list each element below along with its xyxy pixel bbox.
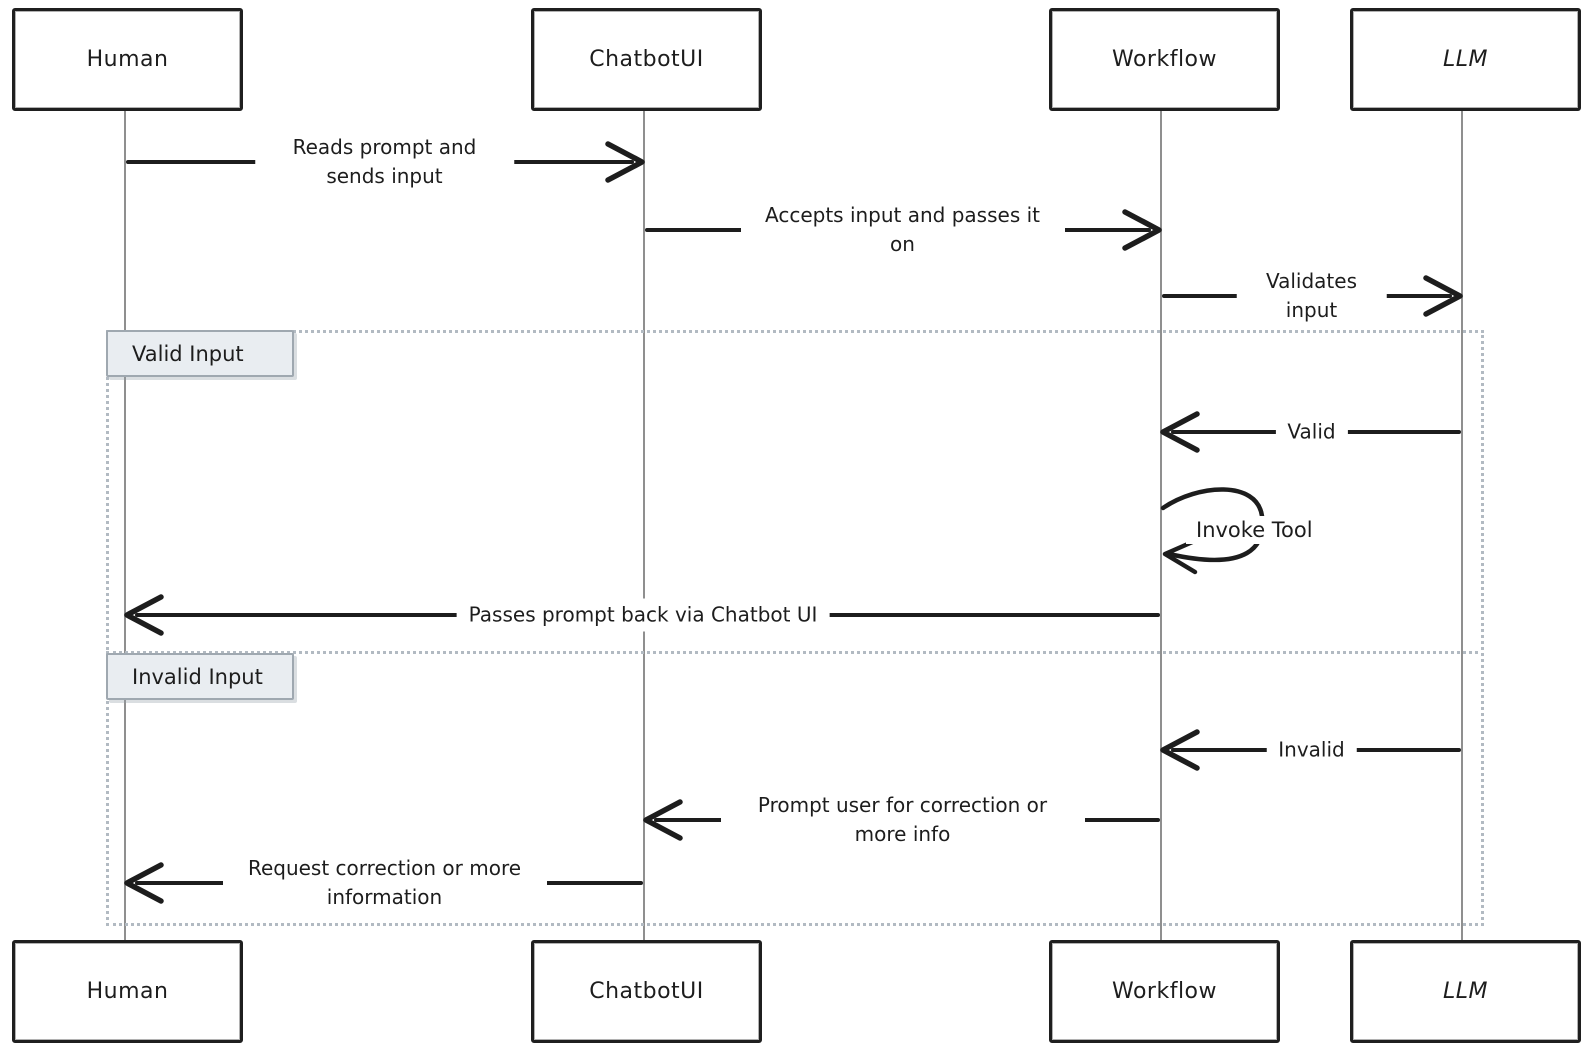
message-label: Request correction or more information: [222, 852, 547, 914]
actor-box-llm-bottom: LLM: [1350, 940, 1581, 1043]
message-label: Validates input: [1236, 265, 1387, 327]
arrow-left-icon: [1160, 411, 1200, 453]
arrow-right-icon: [1423, 275, 1463, 317]
message-validates-input: Validates input: [1161, 256, 1463, 336]
actor-label: ChatbotUI: [589, 979, 704, 1004]
alt-label-valid-input: Valid Input: [106, 330, 294, 377]
actor-label: Workflow: [1111, 47, 1218, 72]
alt-label-valid-input-text: Valid Input: [132, 341, 244, 366]
actor-box-human-top: Human: [12, 8, 243, 111]
message-label: Reads prompt and sends input: [254, 131, 515, 193]
message-passes-prompt-back: Passes prompt back via Chatbot UI: [124, 575, 1161, 655]
actor-box-chatbotui-bottom: ChatbotUI: [531, 940, 762, 1043]
alt-label-invalid-input: Invalid Input: [106, 653, 294, 700]
lifeline-chatbotui: [643, 105, 645, 940]
alt-label-invalid-input-text: Invalid Input: [132, 664, 263, 689]
actor-label: Workflow: [1111, 979, 1218, 1004]
arrow-right-icon: [605, 141, 645, 183]
lifeline-human: [124, 105, 126, 940]
message-valid: Valid: [1160, 392, 1462, 472]
message-label: Invalid: [1266, 733, 1357, 767]
actor-label: LLM: [1443, 979, 1488, 1004]
message-label: Accepts input and passes it on: [740, 199, 1065, 261]
actor-label: LLM: [1443, 47, 1488, 72]
lifeline-workflow: [1160, 105, 1162, 940]
lifeline-llm: [1461, 105, 1463, 940]
message-reads-prompt: Reads prompt and sends input: [125, 122, 645, 202]
arrow-left-icon: [643, 799, 683, 841]
message-prompt-user-correction: Prompt user for correction or more info: [643, 780, 1161, 860]
message-label: Passes prompt back via Chatbot UI: [456, 598, 830, 632]
actor-box-llm-top: LLM: [1350, 8, 1581, 111]
actor-box-workflow-top: Workflow: [1049, 8, 1280, 111]
arrow-left-icon: [124, 862, 164, 904]
alt-frame: [106, 330, 1484, 926]
message-invalid: Invalid: [1160, 710, 1462, 790]
alt-section-divider: [106, 651, 1478, 654]
actor-label: Human: [86, 47, 169, 72]
arrow-right-icon: [1122, 209, 1162, 251]
arrow-left-icon: [1160, 729, 1200, 771]
actor-box-workflow-bottom: Workflow: [1049, 940, 1280, 1043]
message-accepts-input: Accepts input and passes it on: [644, 190, 1162, 270]
message-label: Prompt user for correction or more info: [720, 789, 1085, 851]
self-loop-label: Invoke Tool: [1186, 516, 1323, 544]
arrow-left-icon: [124, 594, 164, 636]
actor-box-chatbotui-top: ChatbotUI: [531, 8, 762, 111]
actor-label: Human: [86, 979, 169, 1004]
actor-box-human-bottom: Human: [12, 940, 243, 1043]
message-label: Valid: [1275, 415, 1348, 449]
actor-label: ChatbotUI: [589, 47, 704, 72]
message-request-correction: Request correction or more information: [124, 843, 644, 923]
